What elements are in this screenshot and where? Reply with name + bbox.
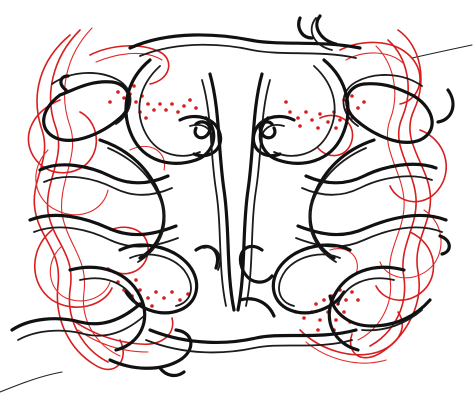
black-ribbon-group xyxy=(12,16,453,375)
red-ribbon-group xyxy=(28,28,446,369)
tail-top-right xyxy=(412,45,472,58)
red-dot-cluster xyxy=(108,82,366,332)
tail-bottom-left xyxy=(0,372,62,392)
